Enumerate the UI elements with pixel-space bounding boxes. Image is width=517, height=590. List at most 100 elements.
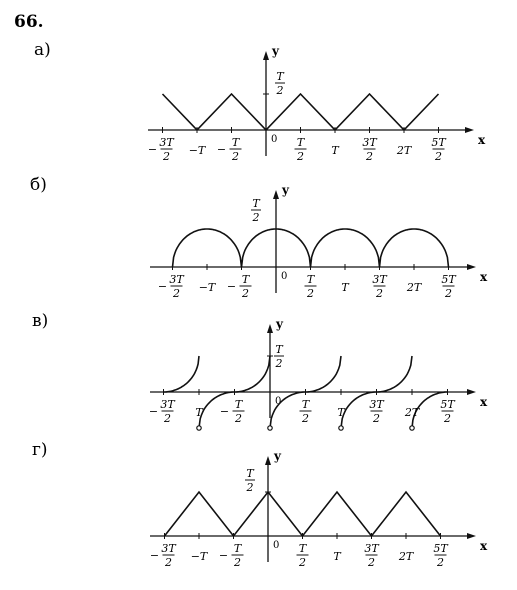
tick-text: 2T	[396, 144, 413, 157]
tangent-branch	[411, 391, 448, 429]
problem-number: 66.	[14, 12, 44, 32]
x-tick-label-2_5: 5T2	[440, 398, 456, 425]
x-tick-label-2_5: 5T2	[431, 136, 447, 163]
x-tick-label-m1_5: −3T2	[149, 398, 176, 425]
tick-denominator: 2	[434, 150, 442, 163]
tick-numerator: 5T	[431, 136, 447, 149]
y-tick-numerator: T	[276, 70, 285, 83]
y-tick-label: T2	[245, 467, 255, 494]
x-tick-label-0_5: T2	[304, 273, 317, 300]
x-tick-label-2: 2T	[398, 550, 415, 563]
curve-a	[161, 92, 440, 132]
tick-text: −T	[199, 281, 217, 294]
y-tick-label: T2	[251, 197, 261, 224]
y-axis-arrow	[263, 51, 269, 60]
tick-sign: −	[227, 280, 236, 293]
tick-numerator: T	[297, 136, 306, 149]
y-tick-numerator: T	[275, 343, 284, 356]
tick-text: −T	[191, 550, 209, 563]
x-tick-label-1: T	[333, 550, 342, 563]
tick-numerator: 5T	[433, 542, 449, 555]
tick-denominator: 2	[164, 556, 172, 569]
tick-sign: −	[219, 549, 228, 562]
open-endpoint	[409, 425, 415, 431]
tick-denominator: 2	[367, 556, 375, 569]
tick-numerator: 3T	[362, 136, 378, 149]
tick-denominator: 2	[306, 287, 314, 300]
tick-numerator: T	[302, 398, 311, 411]
y-axis-name: y	[275, 317, 284, 331]
tick-numerator: T	[232, 136, 241, 149]
tick-text: T	[331, 144, 340, 157]
tick-sign: −	[148, 143, 157, 156]
tick-numerator: T	[235, 398, 244, 411]
x-tick-label-m1: T	[195, 406, 204, 419]
tick-text: −T	[189, 144, 207, 157]
semicircle-arch	[240, 228, 312, 268]
x-tick-label-1: T	[337, 406, 346, 419]
x-tick-label-m0_5: −T2	[227, 273, 252, 300]
y-axis-arrow	[273, 190, 279, 199]
tick-text: T	[337, 406, 346, 419]
tick-numerator: 3T	[159, 136, 175, 149]
x-tick-label-1: T	[341, 281, 350, 294]
tangent-branch	[340, 355, 413, 429]
x-tick-label-2: 2T	[404, 406, 421, 419]
x-tick-label-2_5: 5T2	[433, 542, 449, 569]
curve-v	[163, 355, 448, 431]
tick-numerator: 3T	[160, 398, 176, 411]
x-tick-label-m0_5: −T2	[217, 136, 242, 163]
semicircle-arch	[171, 228, 243, 268]
x-tick-label-1: T	[331, 144, 340, 157]
tick-numerator: 3T	[161, 542, 177, 555]
y-tick-denominator: 2	[246, 481, 254, 494]
y-axis-name: y	[281, 183, 290, 197]
tick-numerator: T	[242, 273, 251, 286]
x-tick-label-0_5: T2	[296, 542, 309, 569]
tick-denominator: 2	[372, 412, 380, 425]
x-tick-label-m1_5: −3T2	[158, 273, 185, 300]
open-endpoint	[338, 425, 344, 431]
tick-text: T	[341, 281, 350, 294]
tick-denominator: 2	[436, 556, 444, 569]
tick-numerator: 3T	[364, 542, 380, 555]
y-tick-denominator: 2	[275, 357, 283, 370]
tick-denominator: 2	[365, 150, 373, 163]
tick-text: T	[195, 406, 204, 419]
x-axis-arrow	[467, 389, 476, 395]
curve-b	[171, 228, 450, 268]
tick-denominator: 2	[233, 556, 241, 569]
part-label-b: б)	[30, 175, 47, 195]
tick-numerator: T	[307, 273, 316, 286]
y-tick-numerator: T	[252, 197, 261, 210]
x-tick-label-0_5: T2	[299, 398, 312, 425]
x-tick-label-m0_5: −T2	[220, 398, 245, 425]
y-axis-arrow	[265, 456, 271, 465]
tick-text: 2T	[398, 550, 415, 563]
x-tick-label-2: 2T	[396, 144, 413, 157]
x-tick-label-m1_5: −3T2	[150, 542, 177, 569]
y-tick-denominator: 2	[252, 211, 260, 224]
tick-text: 2T	[404, 406, 421, 419]
y-axis-name: y	[273, 449, 282, 463]
part-label-a: а)	[34, 40, 51, 60]
tick-denominator: 2	[298, 556, 306, 569]
x-tick-label-1_5: 3T2	[369, 398, 385, 425]
tick-numerator: T	[234, 542, 243, 555]
tick-denominator: 2	[231, 150, 239, 163]
tick-denominator: 2	[163, 412, 171, 425]
tick-text: 2T	[406, 281, 423, 294]
x-tick-label-1_5: 3T2	[364, 542, 380, 569]
x-axis-name: x	[480, 539, 488, 553]
tick-numerator: 5T	[441, 273, 457, 286]
origin-label: 0	[275, 396, 281, 407]
tick-denominator: 2	[444, 287, 452, 300]
